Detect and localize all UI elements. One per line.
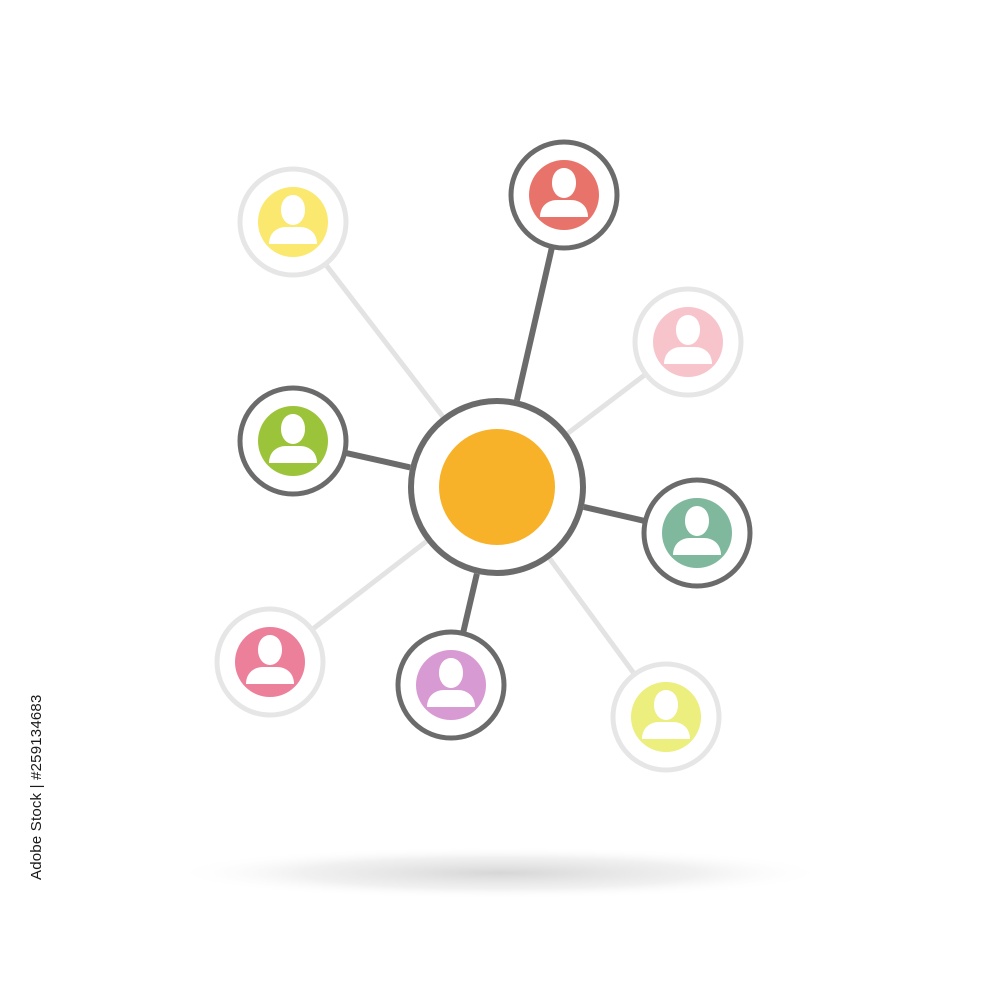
user-node-teal — [641, 477, 753, 589]
stock-id-text: Adobe Stock | #259134683 — [28, 694, 45, 880]
link-green — [345, 449, 411, 471]
user-node-red — [508, 139, 620, 251]
person-icon — [664, 315, 712, 364]
user-nodes — [214, 139, 753, 773]
network-links — [311, 246, 647, 675]
link-teal — [583, 503, 646, 524]
person-icon — [269, 195, 317, 244]
ground-shadow — [170, 847, 830, 899]
user-node-green — [237, 385, 349, 497]
link-pink — [566, 372, 647, 436]
hub-node — [439, 429, 555, 545]
person-icon — [642, 690, 690, 739]
link-yellow — [323, 263, 445, 419]
person-icon — [246, 635, 294, 684]
link-red — [513, 246, 555, 401]
person-icon — [540, 168, 588, 217]
link-lime — [547, 557, 637, 675]
person-icon — [673, 506, 721, 555]
person-icon — [427, 658, 475, 707]
user-node-yellow — [237, 166, 349, 278]
user-node-rose — [214, 606, 326, 718]
link-rose — [311, 539, 429, 631]
link-purple — [460, 573, 480, 634]
user-node-pink — [632, 286, 744, 398]
user-node-lime — [610, 661, 722, 773]
user-node-purple — [395, 629, 507, 741]
person-icon — [269, 414, 317, 463]
